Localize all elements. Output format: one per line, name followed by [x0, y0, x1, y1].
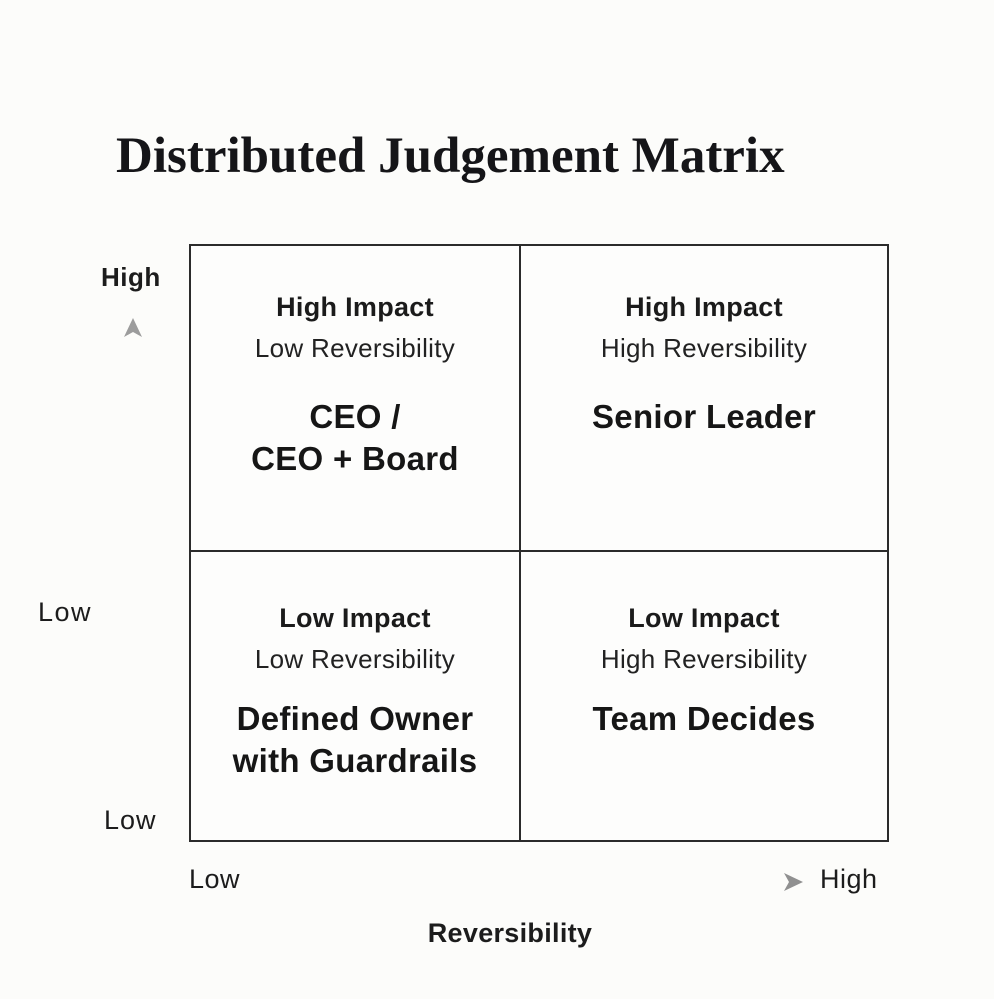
quadrant-owner-label: CEO / CEO + Board — [251, 396, 459, 480]
quadrant-impact-label: Low Impact — [279, 603, 431, 633]
quadrant-reversibility-label: Low Reversibility — [254, 333, 456, 364]
quadrant-owner-line1: Team Decides — [592, 699, 816, 737]
quadrant-owner-label: Senior Leader — [592, 396, 816, 438]
quadrant-owner-line2: with Guardrails — [232, 741, 478, 779]
matrix-grid: High Impact Low Reversibility CEO / CEO … — [189, 244, 889, 842]
quadrant-impact-label: Low Impact — [628, 603, 780, 633]
quadrant-high-impact-low-reversibility: High Impact Low Reversibility CEO / CEO … — [191, 246, 521, 552]
quadrant-low-impact-low-reversibility: Low Impact Low Reversibility Defined Own… — [191, 552, 521, 840]
quadrant-reversibility-label: Low Reversibility — [254, 644, 456, 675]
x-axis-high-label: High — [820, 864, 878, 894]
quadrant-high-impact-high-reversibility: High Impact High Reversibility Senior Le… — [521, 246, 887, 552]
x-axis-low-label: Low — [189, 864, 241, 894]
quadrant-owner-line1: Defined Owner — [236, 699, 474, 737]
quadrant-owner-line2: CEO + Board — [251, 439, 459, 477]
quadrant-owner-label: Team Decides — [592, 698, 815, 740]
quadrant-impact-label: High Impact — [276, 292, 434, 322]
quadrant-reversibility-label: High Reversibility — [600, 333, 808, 364]
page-title: Distributed Judgement Matrix — [116, 128, 785, 185]
y-axis-high-label: High — [101, 262, 161, 292]
quadrant-reversibility-label: High Reversibility — [600, 644, 808, 675]
quadrant-owner-line1: CEO / — [309, 397, 401, 435]
quadrant-impact-label: High Impact — [625, 292, 783, 322]
x-axis-title: Reversibility — [427, 918, 593, 948]
reversibility-axis-arrow-icon — [250, 873, 803, 891]
impact-axis-arrow-icon — [124, 318, 142, 697]
quadrant-owner-line1: Senior Leader — [592, 397, 816, 435]
quadrant-owner-label: Defined Owner with Guardrails — [233, 698, 478, 782]
y-axis-low-label: Low — [38, 597, 93, 627]
quadrant-low-impact-high-reversibility: Low Impact High Reversibility Team Decid… — [521, 552, 887, 840]
y-axis-origin-low-label: Low — [104, 805, 157, 835]
